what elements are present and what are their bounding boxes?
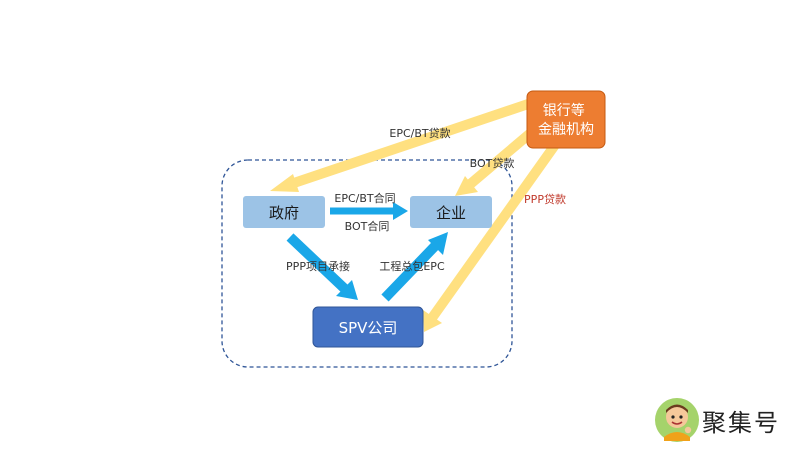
arrowhead-government-to-enterprise [393,202,408,220]
node-government: 政府 [243,196,325,228]
arrow-spv-to-enterprise [381,241,440,302]
arrowhead-bank-to-spv [423,310,442,332]
arrow-bank-to-government [283,95,542,191]
node-bank-label-line1: 银行等 金融机构 [538,102,594,138]
arrowhead-spv-to-enterprise [428,232,448,255]
watermark: 聚集号 [650,395,800,445]
mascot-avatar-icon [655,398,699,442]
label-bank-to-government: EPC/BT贷款 [389,126,450,140]
node-enterprise-label: 企业 [436,204,466,222]
watermark-text: 聚集号 [702,409,780,437]
node-government-label: 政府 [269,204,299,222]
node-spv: SPV公司 [312,306,424,348]
label-bank-to-spv: PPP贷款 [524,192,566,206]
node-enterprise: 企业 [410,196,492,228]
arrowhead-bank-to-enterprise [455,176,478,196]
node-bank: 银行等 金融机构 [526,90,606,149]
label-government-enterprise-bot: BOT合同 [345,219,390,233]
arrow-bank-to-spv [427,142,560,321]
node-spv-label: SPV公司 [339,319,398,337]
arrow-government-to-spv [286,233,350,294]
label-spv-to-enterprise: 工程总包EPC [379,259,445,273]
arrowhead-government-to-spv [336,280,358,300]
arrowhead-bank-to-government [270,174,299,192]
label-bank-to-enterprise: BOT贷款 [470,156,515,170]
label-government-to-spv: PPP项目承接 [286,260,350,273]
label-government-to-enterprise: EPC/BT合同 [334,191,395,205]
